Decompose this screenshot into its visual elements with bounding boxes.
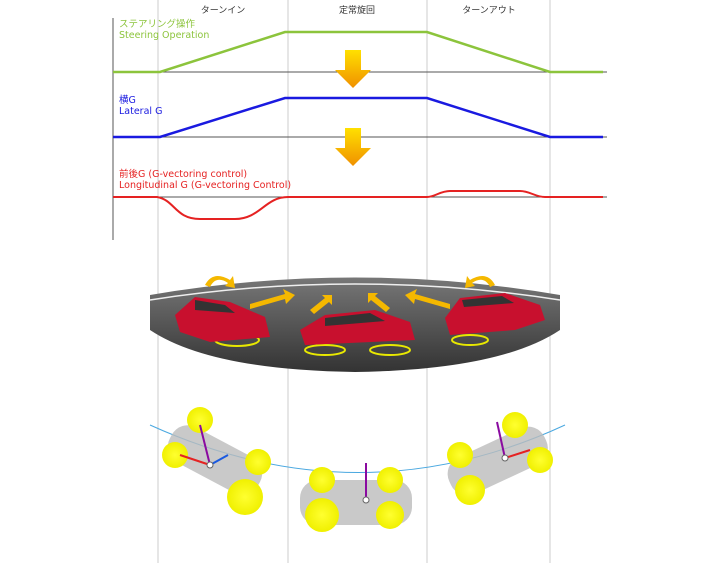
top-view-car-left xyxy=(162,407,271,515)
longitudinal-g-label: 前後G (G-vectoring control) Longitudinal G… xyxy=(119,169,291,191)
car-turn-out xyxy=(445,293,545,346)
steering-curve xyxy=(113,30,603,74)
steering-label: ステアリング操作 Steering Operation xyxy=(119,19,209,41)
top-view-car-right xyxy=(447,412,553,505)
car-turn-in xyxy=(175,297,270,347)
longitudinal-g-curve xyxy=(113,190,603,220)
motion-arrows xyxy=(205,276,495,314)
phase-turn-in: ターンイン xyxy=(200,6,246,16)
phase-steady-turn: 定常旋回 xyxy=(338,6,376,16)
steering-label-en: Steering Operation xyxy=(119,30,210,41)
lateral-g-label-ja: 横G xyxy=(119,95,136,106)
lateral-g-label: 横G Lateral G xyxy=(119,95,162,117)
down-arrow-icon xyxy=(335,128,371,166)
down-arrow-icon xyxy=(335,50,371,88)
car-steady xyxy=(300,310,415,356)
longitudinal-g-label-en: Longitudinal G (G-vectoring Control) xyxy=(119,180,292,191)
lateral-g-label-en: Lateral G xyxy=(119,106,163,117)
lateral-g-curve xyxy=(113,96,603,139)
longitudinal-g-label-ja: 前後G (G-vectoring control) xyxy=(119,169,248,180)
steering-label-ja: ステアリング操作 xyxy=(119,19,196,30)
phase-turn-out: ターンアウト xyxy=(462,6,516,16)
top-view-car-center xyxy=(300,463,412,532)
